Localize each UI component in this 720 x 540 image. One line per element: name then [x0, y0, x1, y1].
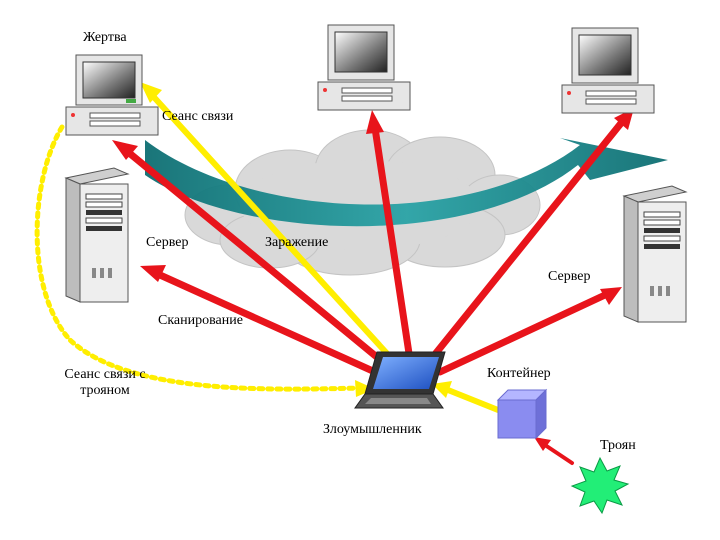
trojan-session-path: [34, 124, 365, 392]
label-session: Сеанс связи: [162, 109, 234, 124]
cube-icon: [496, 388, 548, 440]
label-trojan: Троян: [600, 438, 636, 453]
label-trojan-session: Сеанс связи с трояном: [50, 367, 160, 399]
trojan-session-arrowhead: [355, 380, 375, 397]
burst-star-icon: [570, 456, 630, 515]
label-attacker: Злоумышленник: [323, 422, 422, 437]
server-tower-icon: [64, 167, 130, 303]
label-infection: Заражение: [265, 235, 329, 250]
laptop-icon: [354, 351, 446, 409]
server-tower-icon: [622, 185, 688, 323]
label-trojan-session-line2: трояном: [80, 383, 130, 398]
desktop-computer-icon: [65, 54, 159, 136]
desktop-computer-icon: [561, 27, 655, 114]
label-victim: Жертва: [83, 30, 127, 45]
label-trojan-session-line1: Сеанс связи с: [64, 367, 146, 382]
trojan-link-arrow: [534, 437, 574, 465]
label-scanning: Сканирование: [158, 313, 243, 328]
desktop-computer-icon: [317, 24, 411, 111]
label-server-right: Сервер: [548, 269, 591, 284]
attack-arrows: [112, 108, 634, 376]
session-arc-band: [145, 138, 668, 227]
label-container: Контейнер: [487, 366, 551, 381]
label-server-left: Сервер: [146, 235, 189, 250]
session-arrow: [140, 82, 405, 373]
container-link-arrow: [432, 381, 501, 413]
